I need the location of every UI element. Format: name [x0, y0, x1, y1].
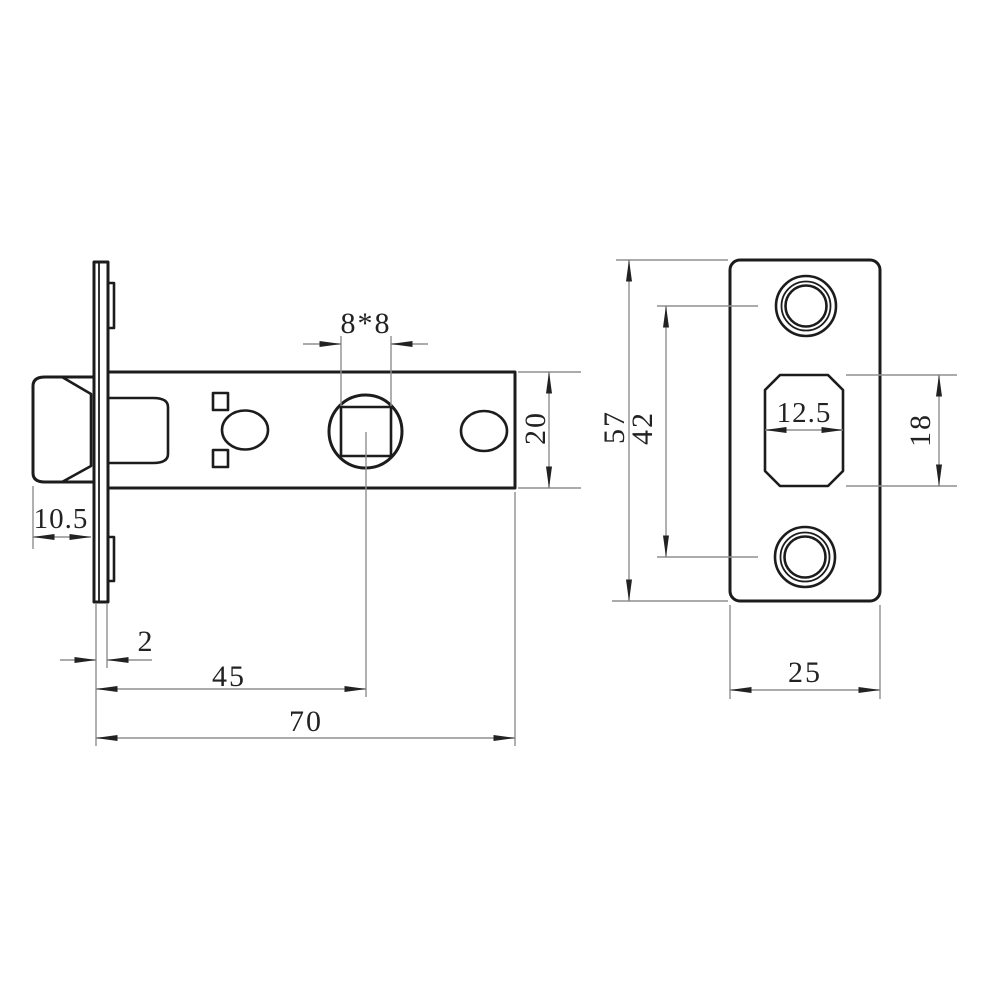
- latch-opening-outline: [763, 373, 845, 488]
- screw-hole-bottom: [773, 525, 837, 589]
- dim-label-backset: 45: [212, 660, 246, 693]
- dim-body-height: 20: [518, 371, 581, 489]
- screw-hole-top: [774, 274, 838, 338]
- screw-hole-middle-ring: [779, 531, 831, 583]
- dim-label-plate-width: 25: [788, 656, 822, 689]
- faceplate-edge-outline: [92, 260, 110, 604]
- oval-cutout-left: [220, 409, 270, 451]
- bolt-tail-outline: [108, 396, 170, 465]
- dim-label-body-height: 20: [519, 411, 552, 445]
- oval-cutout-right: [459, 409, 509, 453]
- dim-label-spindle-square: 8*8: [341, 307, 392, 340]
- latch-bolt-outline: [31, 375, 94, 484]
- faceplate-top-tab: [106, 281, 116, 330]
- screw-hole-outer-ring: [773, 525, 837, 589]
- screw-hole-outer-ring: [774, 274, 838, 338]
- screw-hole-middle-ring: [780, 280, 832, 332]
- dim-backset: 45: [95, 432, 367, 697]
- screw-hole-inner-ring: [783, 535, 827, 579]
- latch-bolt-bevel-line: [61, 375, 93, 484]
- dim-opening-height: 18: [846, 374, 957, 487]
- faceplate-bottom-tab: [106, 535, 116, 583]
- dim-label-body-length: 70: [289, 705, 323, 738]
- dim-hole-spacing: 42: [626, 305, 758, 558]
- dim-plate-width: 25: [729, 605, 881, 699]
- dim-bolt-projection: 10.5: [32, 486, 92, 549]
- square-cutout-top: [211, 391, 230, 412]
- screw-hole-inner-ring: [784, 284, 828, 328]
- side-view: 8*8 20 10.5 2 45: [31, 260, 581, 746]
- dim-plate-height: 57: [598, 259, 728, 602]
- dim-label-bolt-projection: 10.5: [34, 503, 89, 535]
- square-cutout-bottom: [211, 448, 230, 469]
- dim-label-faceplate-thickness: 2: [138, 625, 155, 658]
- dim-spindle-square: 8*8: [303, 307, 428, 406]
- faceplate-front-outline: [728, 258, 882, 603]
- dim-faceplate-thickness: 2: [60, 604, 155, 746]
- dim-label-plate-height: 57: [598, 410, 631, 444]
- dim-opening-width: 12.5: [764, 397, 844, 433]
- dim-body-length: 70: [95, 492, 516, 746]
- front-view: 12.5 18 42 57 25: [598, 258, 957, 699]
- dim-label-opening-height: 18: [904, 413, 937, 447]
- dim-label-opening-width: 12.5: [777, 397, 832, 429]
